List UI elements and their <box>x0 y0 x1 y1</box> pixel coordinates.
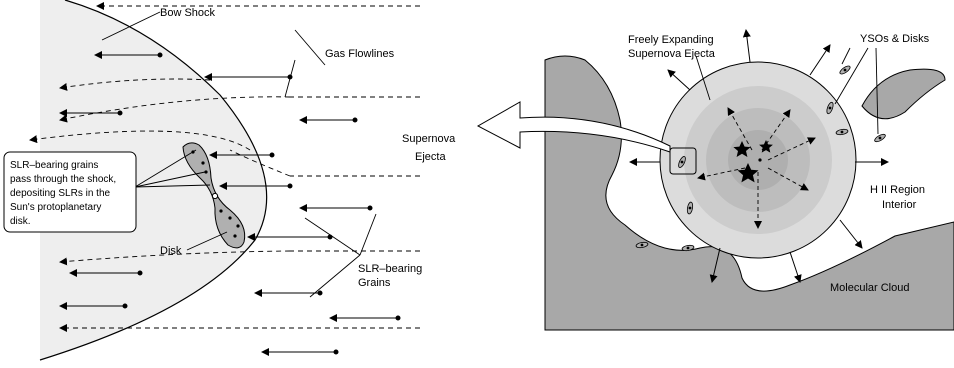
grain-arrows <box>59 51 401 356</box>
grain-dot <box>287 183 293 189</box>
molecular-cloud-label: Molecular Cloud <box>830 282 909 294</box>
slr-grains-label-line1: SLR–bearing <box>358 263 422 275</box>
right-leader-lines <box>695 47 879 135</box>
sun <box>211 192 219 200</box>
ejecta-sphere <box>659 61 857 259</box>
supernova-ejecta-arrow <box>476 101 671 153</box>
disk-label: Disk <box>160 245 182 257</box>
supernova-ejecta-label-line2: Ejecta <box>415 151 446 163</box>
ysos-disks-label: YSOs & Disks <box>860 33 930 45</box>
supernova-ejecta-label-line1: Supernova <box>402 133 456 145</box>
slr-grains-label-line2: Grains <box>358 277 391 289</box>
grain-dot <box>333 349 339 355</box>
gas-flowlines-label: Gas Flowlines <box>325 48 395 60</box>
grain-dot <box>117 110 123 116</box>
ejecta-outward-arrows <box>629 29 889 283</box>
shocked-region <box>40 0 267 360</box>
callout-box <box>3 151 137 233</box>
leader-lines <box>101 11 377 298</box>
grain-dot <box>352 117 358 123</box>
bow-shock-label: Bow Shock <box>160 7 216 19</box>
freely-expanding-label-line2: Supernova Ejecta <box>628 48 716 60</box>
callout-text-line1: SLR–bearing grains <box>10 160 98 171</box>
grain-dot <box>122 303 128 309</box>
right-panel: Freely Expanding Supernova Ejecta YSOs &… <box>402 29 954 331</box>
gas-flowlines <box>29 2 420 332</box>
callout-text-line3: depositing SLRs in the <box>10 188 111 199</box>
callout-text-line5: disk. <box>10 216 31 227</box>
grain-dot <box>137 270 143 276</box>
star-icon <box>759 140 773 153</box>
molecular-cloud <box>544 55 954 331</box>
grain-dot <box>395 315 401 321</box>
hii-region-label-line2: Interior <box>882 199 917 211</box>
grain-dot <box>367 205 373 211</box>
flowline <box>59 96 291 123</box>
flowline <box>59 250 291 266</box>
callout-text-line4: Sun's protoplanetary <box>10 202 101 213</box>
highlight-box <box>669 147 697 175</box>
callout-text-line2: pass through the shock, <box>10 174 116 185</box>
bow-shock-curve <box>39 0 268 361</box>
flowline <box>59 78 211 91</box>
star-icon <box>733 141 751 157</box>
ysos-disks <box>635 65 886 252</box>
left-panel: Bow Shock Gas Flowlines SLR–bearing grai… <box>3 0 422 361</box>
hii-region-label-line1: H II Region <box>870 184 925 196</box>
star-icon <box>737 163 759 183</box>
cloud-blob <box>861 68 946 120</box>
grain-dot <box>269 152 275 158</box>
grain-dot <box>317 290 323 296</box>
freely-expanding-label-line1: Freely Expanding <box>628 34 714 46</box>
flowline <box>29 130 251 151</box>
grain-dot <box>157 52 163 58</box>
flowline <box>229 149 291 177</box>
massive-stars <box>733 140 773 183</box>
